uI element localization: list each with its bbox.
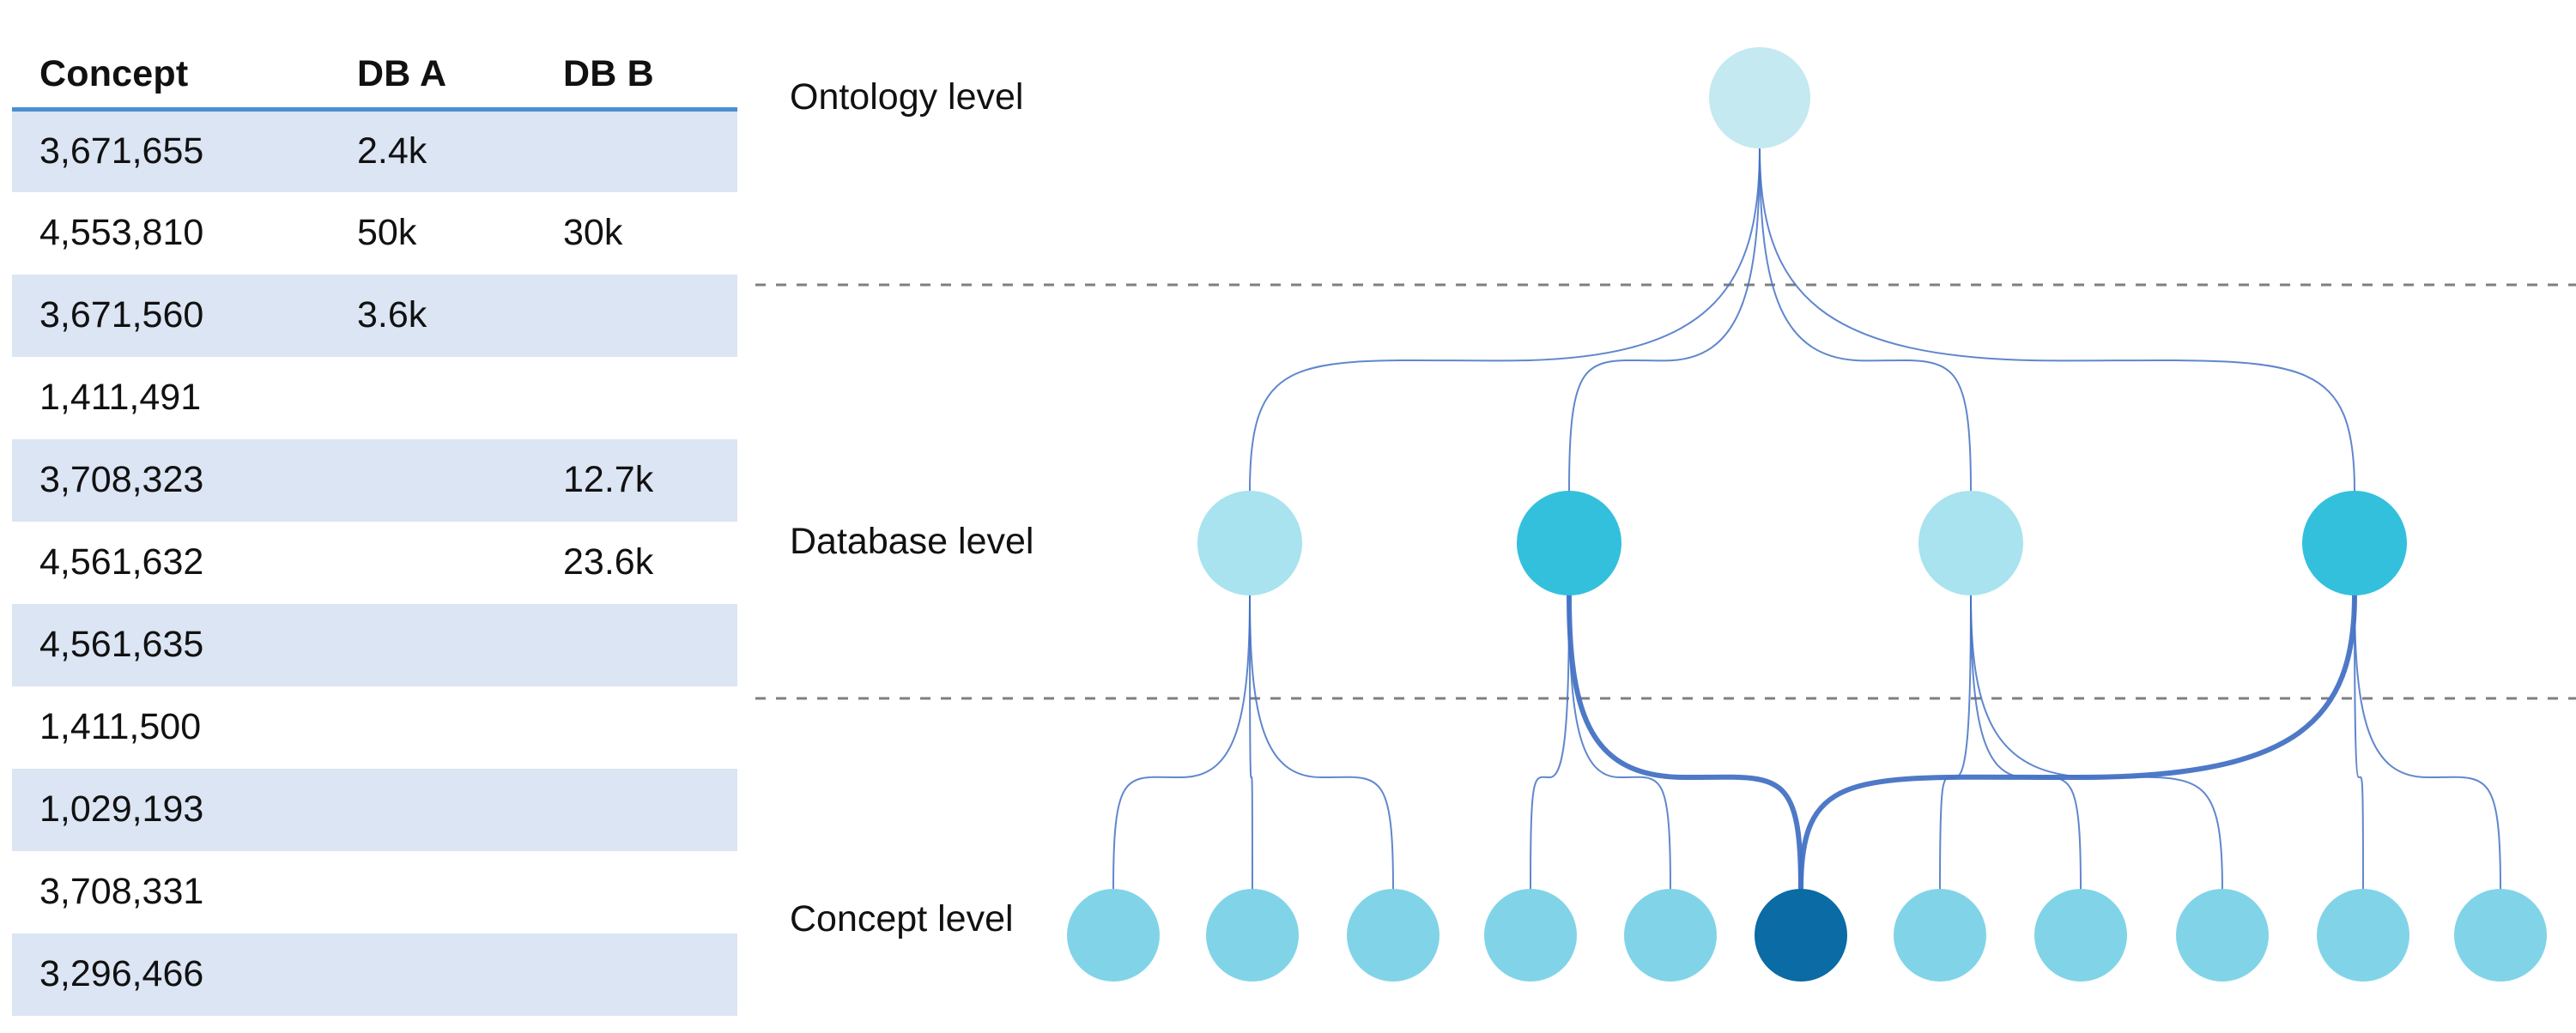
level-label-database: Database level xyxy=(790,521,1034,562)
edge-D2-C4 xyxy=(1530,595,1570,890)
db-b-cell: 12.7k xyxy=(536,438,737,522)
concept-cell: 4,561,632 xyxy=(39,541,204,583)
edge-D1-C1 xyxy=(1112,595,1251,890)
level-label-concept: Concept level xyxy=(790,898,1014,939)
db-b-cell xyxy=(536,768,737,851)
db-b-cell: 30k xyxy=(563,212,623,253)
db-a-cell xyxy=(330,522,536,604)
column-header-db-a: DB A xyxy=(357,53,447,94)
db-b-cell xyxy=(536,109,737,192)
edge-D2-C5 xyxy=(1568,595,1671,890)
column-header-db-b: DB B xyxy=(563,53,654,94)
concept-node-C10[interactable] xyxy=(2317,889,2409,982)
concept-cell: 3,671,560 xyxy=(12,274,330,357)
table-row: 3,708,323 12.7k xyxy=(12,438,737,522)
edge-D3-C8 xyxy=(1970,595,2082,890)
db-b-cell xyxy=(536,357,737,439)
table-row: 3,708,331 xyxy=(12,851,737,933)
edge-D1-C2 xyxy=(1249,595,1253,890)
db-a-cell: 3.6k xyxy=(330,274,536,357)
concept-node-C5[interactable] xyxy=(1624,889,1717,982)
graph-nodes xyxy=(1067,47,2547,982)
db-a-cell: 2.4k xyxy=(330,109,536,192)
concept-cell: 3,296,466 xyxy=(12,933,330,1016)
concept-node-C2[interactable] xyxy=(1206,889,1299,982)
concept-cell: 1,411,491 xyxy=(39,377,202,418)
table-row: 4,553,810 50k 30k xyxy=(12,192,737,275)
db-b-cell xyxy=(536,603,737,686)
edge-D4-C10 xyxy=(2354,595,2364,890)
concept-cell: 1,411,500 xyxy=(39,706,202,747)
concept-cell: 1,029,193 xyxy=(12,768,330,851)
database-node-D3[interactable] xyxy=(1918,491,2023,595)
database-node-D1[interactable] xyxy=(1197,491,1302,595)
db-a-cell xyxy=(330,933,536,1016)
db-b-cell xyxy=(536,933,737,1016)
database-node-D2[interactable] xyxy=(1517,491,1621,595)
table-head: Concept DB A DB B xyxy=(12,53,737,110)
concept-cell: 3,708,331 xyxy=(39,871,204,912)
db-a-cell xyxy=(330,768,536,851)
db-a-cell: 50k xyxy=(357,212,417,253)
concept-node-C1[interactable] xyxy=(1067,889,1160,982)
db-a-cell xyxy=(330,603,536,686)
edge-O1-D4 xyxy=(1759,148,2355,492)
concept-cell: 4,553,810 xyxy=(39,212,204,253)
db-a-cell xyxy=(330,851,536,933)
table-row: 1,029,193 xyxy=(12,768,737,851)
edge-D4-C6 xyxy=(1798,593,2357,891)
edge-O1-D1 xyxy=(1249,148,1761,492)
database-node-D4[interactable] xyxy=(2302,491,2407,595)
column-header-concept: Concept xyxy=(39,53,189,94)
db-b-cell xyxy=(536,851,737,933)
edge-D3-C7 xyxy=(1939,595,1972,890)
concept-cell: 3,708,323 xyxy=(12,438,330,522)
concept-cell: 3,671,655 xyxy=(12,109,330,192)
graph-canvas xyxy=(755,47,2576,982)
table-header-row: Concept DB A DB B xyxy=(12,53,737,110)
level-label-ontology: Ontology level xyxy=(790,76,1024,118)
concept-node-C7[interactable] xyxy=(1894,889,1986,982)
db-b-cell xyxy=(536,686,737,769)
concept-node-C4[interactable] xyxy=(1484,889,1577,982)
table-row: 1,411,500 xyxy=(12,686,737,769)
ontology-node-O1[interactable] xyxy=(1709,47,1810,148)
concept-node-C11[interactable] xyxy=(2454,889,2547,982)
edge-D1-C3 xyxy=(1249,595,1394,890)
db-a-cell xyxy=(330,438,536,522)
table-row: 4,561,632 23.6k xyxy=(12,522,737,604)
table-row: 3,296,466 xyxy=(12,933,737,1016)
concept-node-C9[interactable] xyxy=(2176,889,2269,982)
edge-D4-C11 xyxy=(2354,595,2501,890)
hierarchy-diagram: Ontology level Database level Concept le… xyxy=(755,0,2576,1033)
db-b-cell xyxy=(536,274,737,357)
db-a-cell xyxy=(330,686,536,769)
concept-node-C8[interactable] xyxy=(2034,889,2127,982)
edge-O1-D2 xyxy=(1568,148,1761,492)
edge-O1-D3 xyxy=(1759,148,1972,492)
db-a-cell xyxy=(330,357,536,439)
concept-cell: 4,561,635 xyxy=(12,603,330,686)
concept-node-C3[interactable] xyxy=(1347,889,1440,982)
db-b-cell: 23.6k xyxy=(563,541,654,583)
table-row: 1,411,491 xyxy=(12,357,737,439)
edge-D2-C6 xyxy=(1567,593,1803,891)
edge-D3-C9 xyxy=(1970,595,2223,890)
graph-edges xyxy=(1112,148,2501,891)
table-row: 4,561,635 xyxy=(12,603,737,686)
concept-node-C6[interactable] xyxy=(1755,889,1847,982)
level-dividers xyxy=(755,283,2576,700)
